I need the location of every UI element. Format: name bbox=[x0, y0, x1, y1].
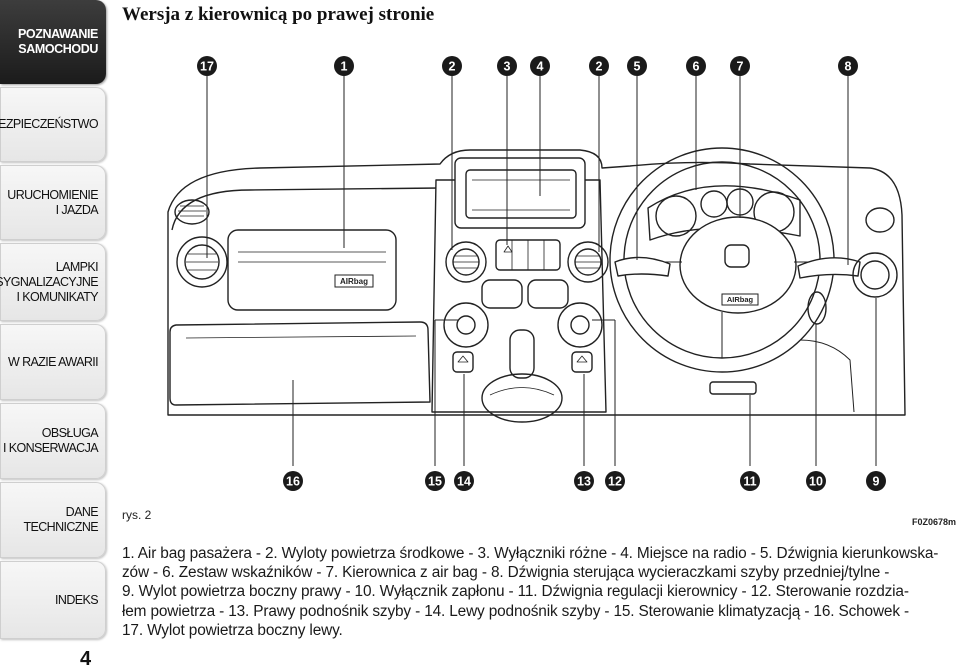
wiper-stalk bbox=[797, 257, 861, 279]
tab-uruchomienie-i-jazda[interactable]: URUCHOMIENIE I JAZDA bbox=[0, 165, 106, 240]
caption-line: 9. Wylot powietrza boczny prawy - 10. Wy… bbox=[122, 583, 909, 601]
gear-lever-boot bbox=[481, 373, 563, 423]
tab-poznawanie-samochodu[interactable]: POZNAWANIE SAMOCHODU bbox=[0, 0, 106, 84]
left-window-switch bbox=[452, 351, 474, 373]
tab-obsluga-i-konserwacja[interactable]: OBSŁUGA I KONSERWACJA bbox=[0, 403, 106, 479]
steering-adjust-lever bbox=[709, 381, 757, 395]
right-side-vent-grille bbox=[865, 207, 895, 233]
page-title: Wersja z kierownicą po prawej stronie bbox=[122, 4, 435, 25]
gear-lever-knob bbox=[509, 329, 535, 379]
callout-10: 10 bbox=[809, 475, 823, 489]
centre-vent-left bbox=[445, 241, 487, 283]
tab-w-razie-awarii[interactable]: W RAZIE AWARII bbox=[0, 324, 106, 400]
figure-label: rys. 2 bbox=[122, 508, 152, 522]
airbag-badges: AIRbag AIRbag bbox=[334, 274, 759, 306]
callout-16: 16 bbox=[286, 475, 300, 489]
callout-3: 3 bbox=[504, 60, 511, 74]
tab-dane-techniczne[interactable]: DANE TECHNICZNE bbox=[0, 482, 106, 558]
airbag-label-steering: AIRbag bbox=[727, 295, 754, 304]
callout-12: 12 bbox=[608, 475, 622, 489]
ignition-switch bbox=[807, 291, 827, 325]
tab-indeks[interactable]: INDEKS bbox=[0, 561, 106, 639]
callout-11: 11 bbox=[743, 475, 756, 489]
callout-9: 9 bbox=[873, 475, 880, 489]
right-window-switch bbox=[571, 351, 593, 373]
callout-4: 4 bbox=[537, 60, 544, 74]
callout-7: 7 bbox=[737, 60, 744, 74]
callout-1: 1 bbox=[341, 60, 348, 74]
page-number: 4 bbox=[80, 648, 92, 670]
caption-line: zów - 6. Zestaw wskaźników - 7. Kierowni… bbox=[122, 564, 890, 582]
caption-line: łem powietrza - 13. Prawy podnośnik szyb… bbox=[122, 602, 909, 620]
callout-17: 17 bbox=[200, 60, 214, 74]
tab-lampki-sygnalizacyjne[interactable]: LAMPKI SYGNALIZACYJNE I KOMUNIKATY bbox=[0, 243, 106, 321]
dashboard-diagram: AIRbag AIRbag 17 1 2 3 4 2 bbox=[167, 56, 906, 491]
caption-line: 17. Wylot powietrza boczny lewy. bbox=[122, 621, 343, 639]
right-side-vent bbox=[852, 252, 898, 298]
climate-control-knob-left bbox=[443, 302, 489, 348]
centre-vent-right bbox=[567, 241, 609, 283]
callout-2-right: 2 bbox=[596, 60, 603, 74]
tab-bezpieczenstwo[interactable]: BEZPIECZEŃSTWO bbox=[0, 87, 106, 162]
callout-5: 5 bbox=[634, 60, 641, 74]
air-distribution-knob-right bbox=[557, 302, 603, 348]
caption-line: 1. Air bag pasażera - 2. Wyloty powietrz… bbox=[122, 545, 939, 562]
callout-8: 8 bbox=[845, 60, 852, 74]
leader-lines bbox=[206, 76, 877, 466]
figure-code: F0Z0678m bbox=[911, 517, 956, 527]
airbag-label-passenger: AIRbag bbox=[340, 277, 368, 286]
sidebar-nav: POZNAWANIE SAMOCHODU BEZPIECZEŃSTWO URUC… bbox=[0, 0, 108, 670]
left-side-vent-grille bbox=[174, 199, 210, 225]
callouts-top: 17 1 2 3 4 2 5 6 7 8 bbox=[197, 56, 858, 76]
callout-6: 6 bbox=[693, 60, 700, 74]
callout-13: 13 bbox=[577, 475, 591, 489]
callouts-bottom: 16 15 14 13 12 11 10 9 bbox=[283, 471, 886, 491]
passenger-airbag-panel bbox=[227, 229, 397, 311]
radio-bay bbox=[454, 157, 586, 229]
callout-2-left: 2 bbox=[449, 60, 456, 74]
steering-wheel-hub-airbag bbox=[679, 216, 797, 314]
turn-signal-stalk bbox=[614, 256, 671, 277]
glovebox-outline bbox=[169, 321, 431, 406]
callout-14: 14 bbox=[457, 475, 471, 489]
callout-15: 15 bbox=[428, 475, 442, 489]
left-side-vent bbox=[176, 236, 228, 288]
figure-caption: 1. Air bag pasażera - 2. Wyloty powietrz… bbox=[122, 544, 958, 640]
